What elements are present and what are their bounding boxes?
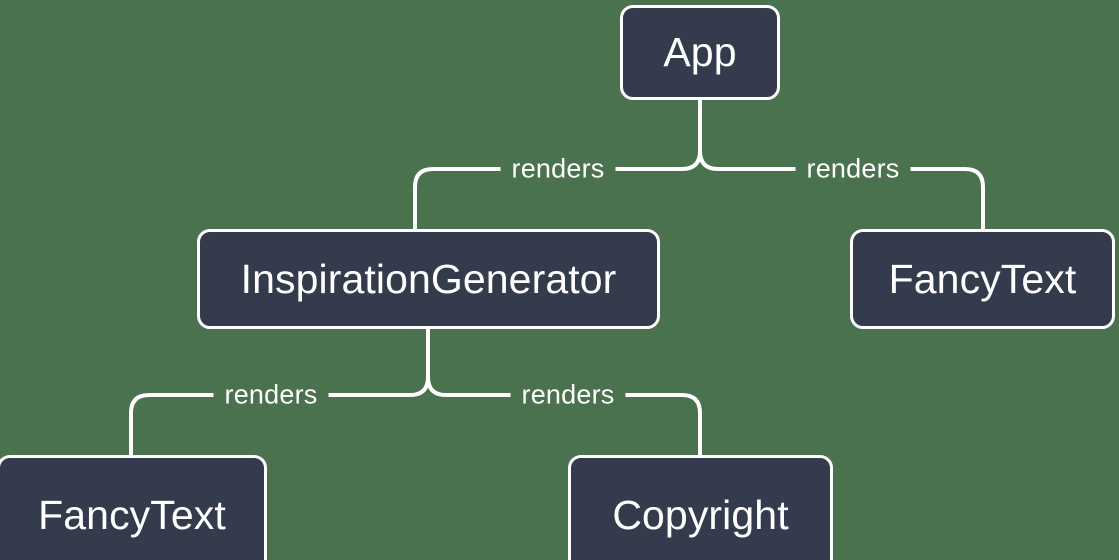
node-app[interactable]: App: [620, 5, 780, 100]
node-copyright[interactable]: Copyright: [568, 455, 833, 560]
node-inspiration-generator-label: InspirationGenerator: [240, 255, 617, 302]
node-copyright-label: Copyright: [612, 491, 789, 538]
node-fancytext-right-label: FancyText: [888, 255, 1077, 302]
wire-inspiration-generator-to-copyright: [426, 376, 702, 455]
node-app-label: App: [663, 29, 737, 75]
node-fancytext-bottom-label: FancyText: [38, 491, 226, 538]
node-inspiration-generator[interactable]: InspirationGenerator: [197, 229, 660, 329]
wire-app-to-fancytext-right: [698, 150, 985, 229]
wire-app-to-inspiration-generator: [413, 150, 702, 229]
wire-inspiration-generator-to-fancytext-bottom: [129, 376, 430, 455]
edge-label-app-to-fancytext-right: renders: [795, 155, 911, 183]
node-fancytext-bottom[interactable]: FancyText: [0, 455, 267, 560]
node-fancytext-right[interactable]: FancyText: [850, 229, 1115, 329]
edge-label-inspiration-generator-to-fancytext-bottom: renders: [213, 381, 329, 409]
edge-label-app-to-inspiration-generator: renders: [500, 155, 616, 183]
edge-label-inspiration-generator-to-copyright: renders: [510, 381, 626, 409]
